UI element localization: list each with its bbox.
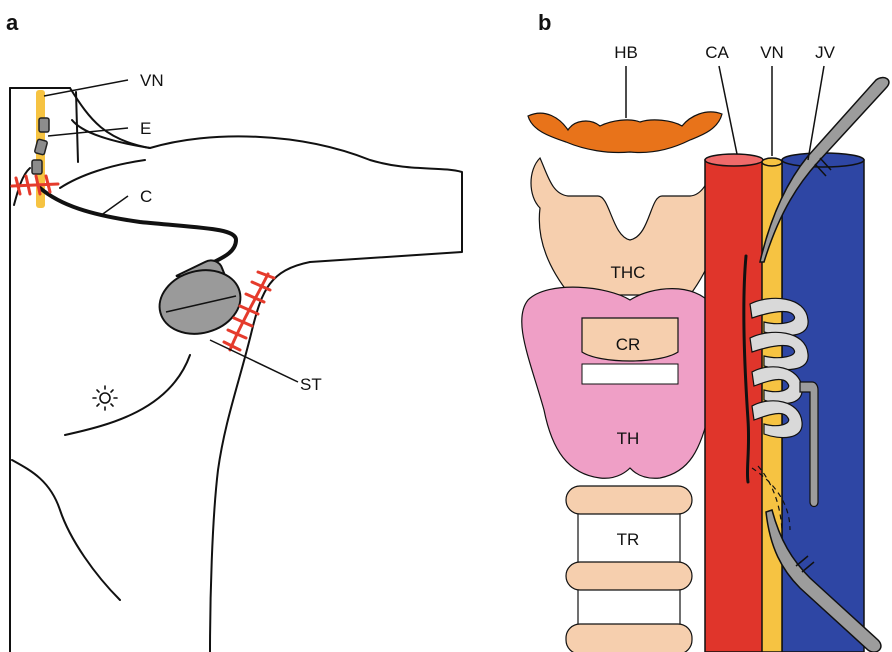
breast-curve <box>65 355 190 435</box>
label-e: E <box>140 119 151 138</box>
trachea <box>566 486 692 652</box>
clavicle-line <box>60 160 145 188</box>
label-st: ST <box>300 375 322 394</box>
carotid-artery <box>705 154 763 652</box>
st-leader-line <box>210 340 298 382</box>
hyoid-bone <box>528 112 722 153</box>
panel-a-letter: a <box>6 10 19 35</box>
label-jv: JV <box>815 43 836 62</box>
label-th: TH <box>617 429 640 448</box>
label-ca: CA <box>705 43 729 62</box>
e-leader-line <box>48 128 128 136</box>
shoulder-line <box>70 88 462 262</box>
electrode-contact-1 <box>39 118 49 132</box>
label-vn-b: VN <box>760 43 784 62</box>
ca-leader-line <box>719 66 737 154</box>
label-thc: THC <box>611 263 646 282</box>
sun-symbol-icon <box>93 386 117 410</box>
panel-a: a <box>6 10 462 652</box>
tracheal-ring-2 <box>566 562 692 590</box>
lower-torso-line <box>12 460 120 600</box>
electrode-contact-3 <box>32 160 42 174</box>
pulse-generator <box>152 260 247 342</box>
panel-b: b <box>522 10 889 652</box>
label-vn-a: VN <box>140 71 164 90</box>
label-hb: HB <box>614 43 638 62</box>
tracheal-ring-3 <box>566 624 692 652</box>
label-c: C <box>140 187 152 206</box>
generator-body <box>152 261 247 342</box>
label-tr: TR <box>617 530 640 549</box>
label-cr: CR <box>616 335 641 354</box>
tracheal-ring-1 <box>566 486 692 514</box>
electrode <box>32 118 49 174</box>
panel-a-leaders <box>44 80 298 382</box>
panel-b-letter: b <box>538 10 551 35</box>
cricothyroid-gap <box>582 364 678 384</box>
c-leader-line <box>100 196 128 216</box>
neck-muscle-line-1 <box>76 92 78 162</box>
lead-cable <box>40 188 236 262</box>
torso-outline <box>10 88 462 652</box>
neck-suture <box>12 176 58 194</box>
